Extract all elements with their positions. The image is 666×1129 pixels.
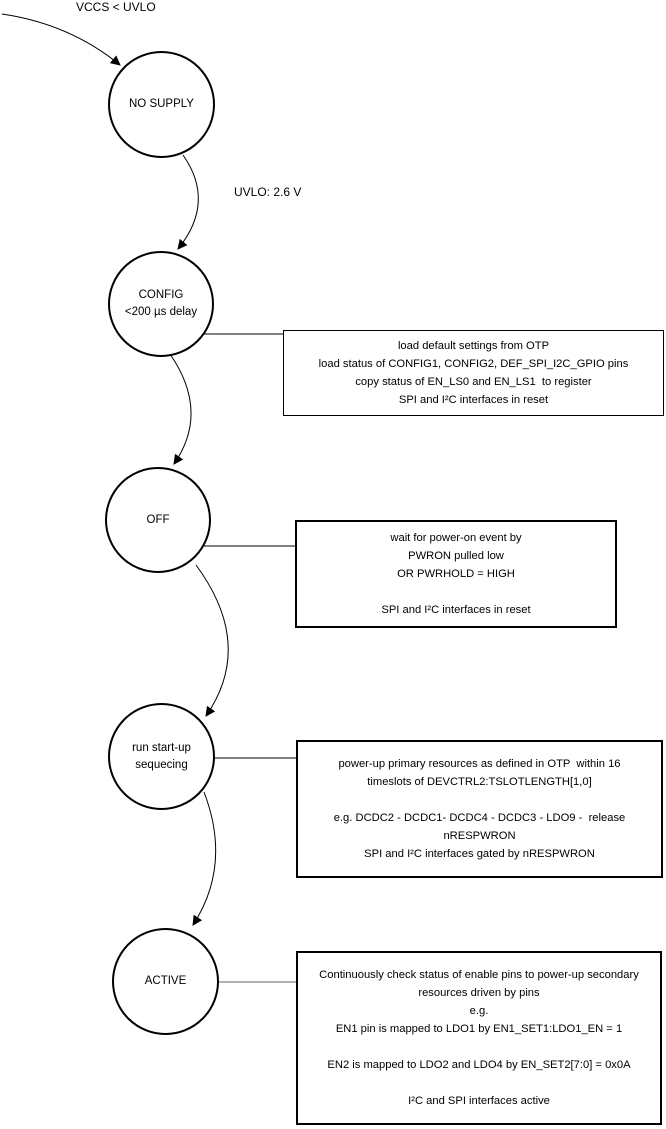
state-off: OFF	[105, 467, 211, 573]
edge-off-to-run-startup	[195, 564, 229, 717]
edge-label-uvlo-threshold: UVLO: 2.6 V	[234, 185, 302, 199]
state-config-label: CONFIG <200 µs delay	[124, 289, 198, 318]
note-run-startup-text: power-up primary resources as defined in…	[333, 758, 626, 860]
note-config: load default settings from OTP load stat…	[283, 330, 664, 416]
edge-config-to-off	[169, 353, 192, 465]
edge-label-vccs-uvlo: VCCS < UVLO	[76, 0, 156, 14]
note-off: wait for power-on event by PWRON pulled …	[295, 520, 617, 628]
note-run-startup: power-up primary resources as defined in…	[296, 740, 663, 878]
state-no-supply: NO SUPPLY	[108, 51, 215, 158]
edge-entry-arrow	[1, 13, 121, 66]
state-config: CONFIG <200 µs delay	[108, 251, 214, 357]
state-active: ACTIVE	[112, 928, 219, 1035]
state-off-label: OFF	[146, 513, 170, 526]
edge-run-startup-to-active	[192, 791, 217, 926]
state-run-startup: run start-up sequecing	[108, 703, 215, 810]
state-run-startup-label: run start-up sequecing	[132, 741, 191, 771]
note-active-text: Continuously check status of enable pins…	[319, 969, 639, 1107]
state-active-label: ACTIVE	[144, 975, 187, 987]
note-config-text: load default settings from OTP load stat…	[318, 340, 629, 406]
edge-no-supply-to-config	[177, 154, 199, 250]
note-off-text: wait for power-on event by PWRON pulled …	[381, 532, 531, 616]
state-no-supply-label: NO SUPPLY	[129, 98, 194, 110]
note-active: Continuously check status of enable pins…	[296, 951, 662, 1125]
